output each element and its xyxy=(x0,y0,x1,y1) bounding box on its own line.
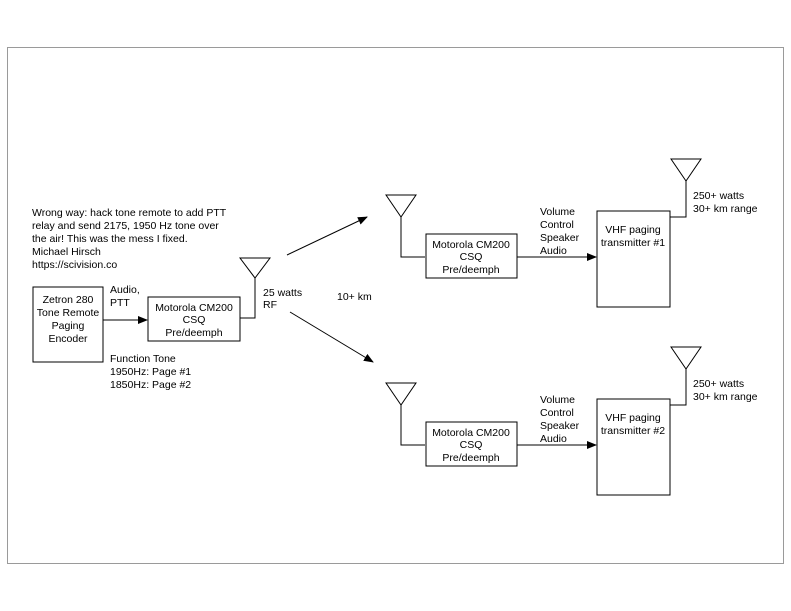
audio-label: Volume xyxy=(540,394,575,406)
power-label: 250+ watts xyxy=(693,378,744,390)
encoder-block: Zetron 280 Tone Remote Paging Encoder xyxy=(32,286,104,363)
site-2: Motorola CM200 CSQ Pre/deemph Volume Con… xyxy=(385,346,758,496)
tx-power-label: RF xyxy=(263,299,277,311)
function-tone-line: 1850Hz: Page #2 xyxy=(110,379,191,391)
encoder-box xyxy=(32,286,104,363)
function-tone-note: Function Tone 1950Hz: Page #1 1850Hz: Pa… xyxy=(110,353,191,391)
tx-radio-label: CSQ xyxy=(183,314,206,326)
rx-radio-label: CSQ xyxy=(460,439,483,451)
audio-label: Speaker xyxy=(540,420,580,432)
tx-radio-label: Pre/deemph xyxy=(165,327,222,339)
rx-antenna-icon xyxy=(385,382,425,446)
site-1: Motorola CM200 CSQ Pre/deemph Volume Con… xyxy=(385,158,758,308)
rf-link-arrow-site2 xyxy=(289,311,374,363)
transmitter-box xyxy=(596,398,671,496)
power-label: 250+ watts xyxy=(693,190,744,202)
transmitter-box xyxy=(596,210,671,308)
rx-radio-label: Pre/deemph xyxy=(442,264,499,276)
audio-ptt-label: PTT xyxy=(110,297,130,309)
power-label: 30+ km range xyxy=(693,391,758,403)
audio-label: Control xyxy=(540,219,574,231)
note-line: Wrong way: hack tone remote to add PTT xyxy=(32,207,227,219)
note-line: relay and send 2175, 1950 Hz tone over xyxy=(32,220,219,232)
tx-radio-box xyxy=(147,296,241,342)
transmitter-label: VHF paging xyxy=(605,224,661,236)
rx-antenna-icon xyxy=(385,194,425,258)
note-url: https://scivision.co xyxy=(32,259,117,271)
rx-radio-box xyxy=(425,233,518,279)
tx-antenna-icon xyxy=(239,257,271,319)
tx-antenna-icon xyxy=(670,346,702,406)
audio-ptt-label: Audio, xyxy=(110,284,140,296)
audio-label: Control xyxy=(540,407,574,419)
note-line: the air! This was the mess I fixed. xyxy=(32,233,188,245)
rf-link-arrow-site1 xyxy=(286,216,368,256)
author-note: Wrong way: hack tone remote to add PTT r… xyxy=(32,207,227,271)
tx-radio-block: Motorola CM200 CSQ Pre/deemph xyxy=(147,296,241,342)
tx-antenna-icon xyxy=(670,158,702,218)
encoder-label: Encoder xyxy=(48,333,88,345)
function-tone-line: Function Tone xyxy=(110,353,176,365)
note-author: Michael Hirsch xyxy=(32,246,101,258)
rx-radio-label: CSQ xyxy=(460,251,483,263)
audio-label: Volume xyxy=(540,206,575,218)
rx-radio-label: Motorola CM200 xyxy=(432,427,510,439)
drawing-border xyxy=(7,47,784,564)
function-tone-line: 1950Hz: Page #1 xyxy=(110,366,191,378)
transmitter-label: transmitter #1 xyxy=(601,237,665,249)
audio-label: Audio xyxy=(540,245,567,257)
encoder-label: Paging xyxy=(52,320,85,332)
encoder-label: Zetron 280 xyxy=(43,294,94,306)
transmitter-label: VHF paging xyxy=(605,412,661,424)
tx-power-label: 25 watts xyxy=(263,287,302,299)
rx-radio-box xyxy=(425,421,518,467)
power-label: 30+ km range xyxy=(693,203,758,215)
rx-radio-label: Pre/deemph xyxy=(442,452,499,464)
tx-radio-label: Motorola CM200 xyxy=(155,302,233,314)
encoder-label: Tone Remote xyxy=(37,307,100,319)
rx-radio-label: Motorola CM200 xyxy=(432,239,510,251)
audio-label: Speaker xyxy=(540,232,580,244)
link-distance-label: 10+ km xyxy=(337,291,372,303)
transmitter-label: transmitter #2 xyxy=(601,425,665,437)
audio-label: Audio xyxy=(540,433,567,445)
